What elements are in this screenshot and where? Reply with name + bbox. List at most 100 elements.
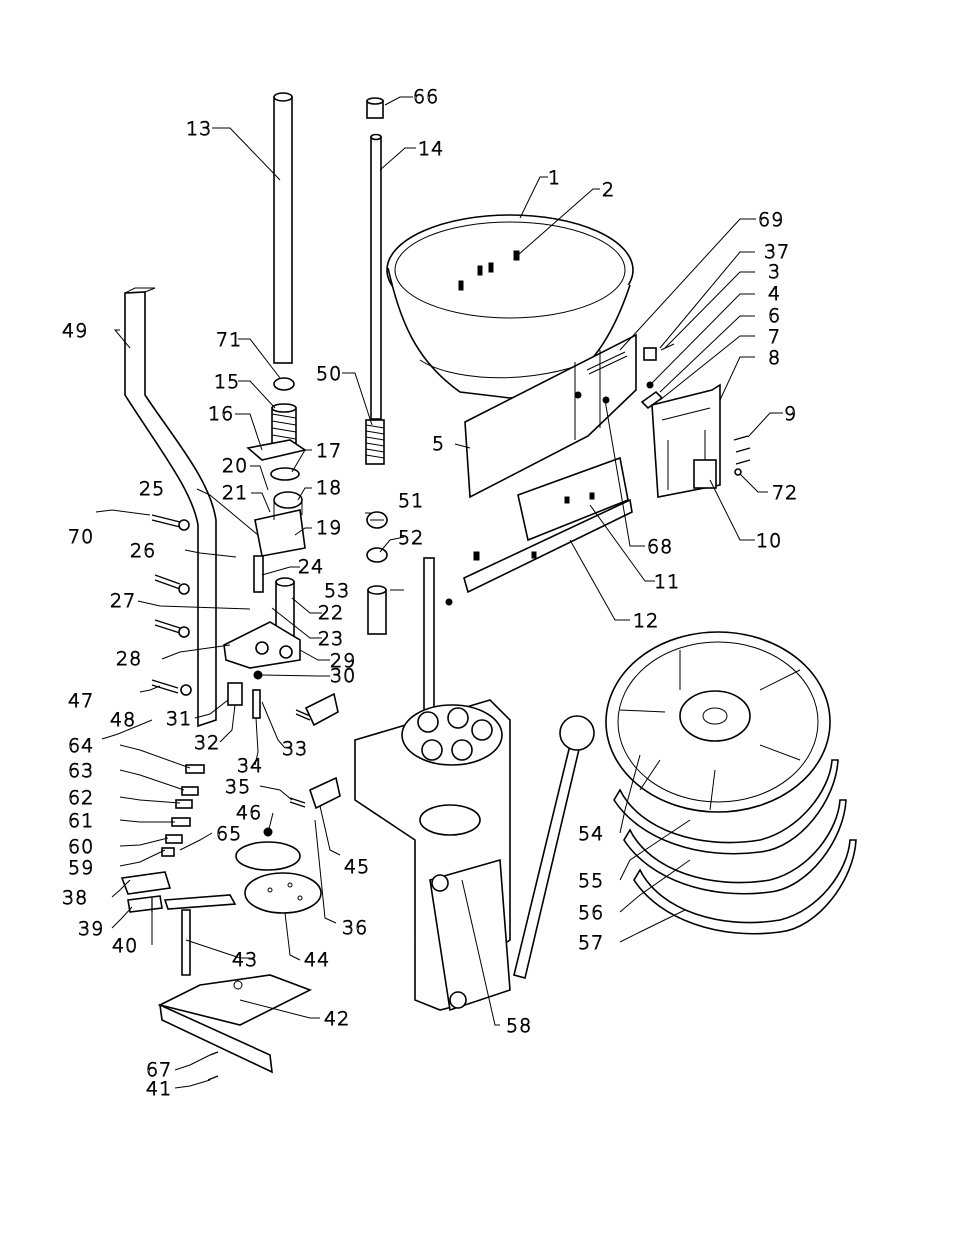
callout-3: 3 <box>768 261 781 283</box>
callout-51: 51 <box>398 490 424 512</box>
callout-32: 32 <box>194 732 220 754</box>
part-47-bolt <box>152 680 191 695</box>
part-39-slide <box>128 896 162 912</box>
part-45-clip <box>310 778 340 808</box>
callout-20: 20 <box>222 455 248 477</box>
part-41-clip <box>208 1076 218 1080</box>
part-24-pin <box>254 556 263 592</box>
parts-59-64 <box>162 765 204 856</box>
callout-66: 66 <box>413 86 439 108</box>
callout-71: 71 <box>216 329 242 351</box>
callout-68: 68 <box>647 536 673 558</box>
callout-16: 16 <box>208 403 234 425</box>
callout-22: 22 <box>318 602 344 624</box>
callout-40: 40 <box>112 935 138 957</box>
callout-39: 39 <box>78 918 104 940</box>
part-35-bolt <box>290 798 305 807</box>
callout-72: 72 <box>772 482 798 504</box>
part-32-block <box>228 683 242 705</box>
callout-14: 14 <box>418 138 444 160</box>
part-67-clip <box>210 1052 218 1055</box>
part-37-block <box>644 344 674 360</box>
part-54-gear <box>606 632 830 812</box>
callout-2: 2 <box>602 179 615 201</box>
part-53-sleeve <box>368 586 386 634</box>
callout-10: 10 <box>756 530 782 552</box>
callout-60: 60 <box>68 836 94 858</box>
callout-15: 15 <box>214 371 240 393</box>
callout-58: 58 <box>506 1015 532 1037</box>
callout-7: 7 <box>768 326 781 348</box>
part-46-plate <box>236 828 300 870</box>
callout-52: 52 <box>398 527 424 549</box>
callout-27: 27 <box>110 590 136 612</box>
part-19-block <box>255 492 305 556</box>
part-38-slide <box>122 872 170 894</box>
callout-47: 47 <box>68 690 94 712</box>
callout-59: 59 <box>68 857 94 879</box>
callout-35: 35 <box>225 776 251 798</box>
callout-31: 31 <box>166 708 192 730</box>
callout-11: 11 <box>654 571 680 593</box>
callout-63: 63 <box>68 760 94 782</box>
callout-8: 8 <box>768 347 781 369</box>
callout-26: 26 <box>130 540 156 562</box>
part-30-nut <box>254 671 262 679</box>
callout-49: 49 <box>62 320 88 342</box>
callout-67: 67 <box>146 1059 172 1081</box>
callout-46: 46 <box>236 802 262 824</box>
callout-12: 12 <box>633 610 659 632</box>
callout-45: 45 <box>344 856 370 878</box>
part-15-thread <box>272 404 296 444</box>
callout-37: 37 <box>764 241 790 263</box>
callout-64: 64 <box>68 735 94 757</box>
callout-44: 44 <box>304 949 330 971</box>
callout-28: 28 <box>116 648 142 670</box>
callout-18: 18 <box>316 477 342 499</box>
part-66-cap <box>367 98 383 118</box>
part-17-ring <box>271 468 299 480</box>
part-50-spring <box>366 420 384 464</box>
part-14-rod <box>371 135 381 420</box>
callout-6: 6 <box>768 305 781 327</box>
callout-34: 34 <box>237 755 263 777</box>
callout-41: 41 <box>146 1078 172 1100</box>
callout-13: 13 <box>186 118 212 140</box>
callout-54: 54 <box>578 823 604 845</box>
callout-48: 48 <box>110 709 136 731</box>
callout-50: 50 <box>316 363 342 385</box>
callout-61: 61 <box>68 810 94 832</box>
callout-9: 9 <box>784 403 797 425</box>
callout-36: 36 <box>342 917 368 939</box>
callout-55: 55 <box>578 870 604 892</box>
callout-56: 56 <box>578 902 604 924</box>
callout-30: 30 <box>330 665 356 687</box>
part-10-block <box>694 460 716 488</box>
callout-5: 5 <box>432 433 445 455</box>
callout-62: 62 <box>68 787 94 809</box>
part-52-washer <box>367 548 387 562</box>
callout-42: 42 <box>324 1008 350 1030</box>
callout-53: 53 <box>324 580 350 602</box>
part-13-rod <box>274 93 292 363</box>
callout-69: 69 <box>758 209 784 231</box>
callout-70: 70 <box>68 526 94 548</box>
callout-25: 25 <box>139 478 165 500</box>
part-71-washer <box>274 378 294 390</box>
callout-43: 43 <box>232 949 258 971</box>
part-43-arm <box>165 895 235 975</box>
part-70-bolt <box>152 515 189 530</box>
part-9-screws <box>734 436 750 464</box>
part-44-disc <box>245 873 321 913</box>
callout-24: 24 <box>298 556 324 578</box>
part-34-pin <box>253 690 260 718</box>
callout-57: 57 <box>578 932 604 954</box>
callout-33: 33 <box>282 738 308 760</box>
part-51-washer <box>367 512 387 528</box>
callout-4: 4 <box>768 283 781 305</box>
callout-19: 19 <box>316 517 342 539</box>
callout-17: 17 <box>316 440 342 462</box>
part-42-base <box>160 975 310 1072</box>
callout-21: 21 <box>222 482 248 504</box>
